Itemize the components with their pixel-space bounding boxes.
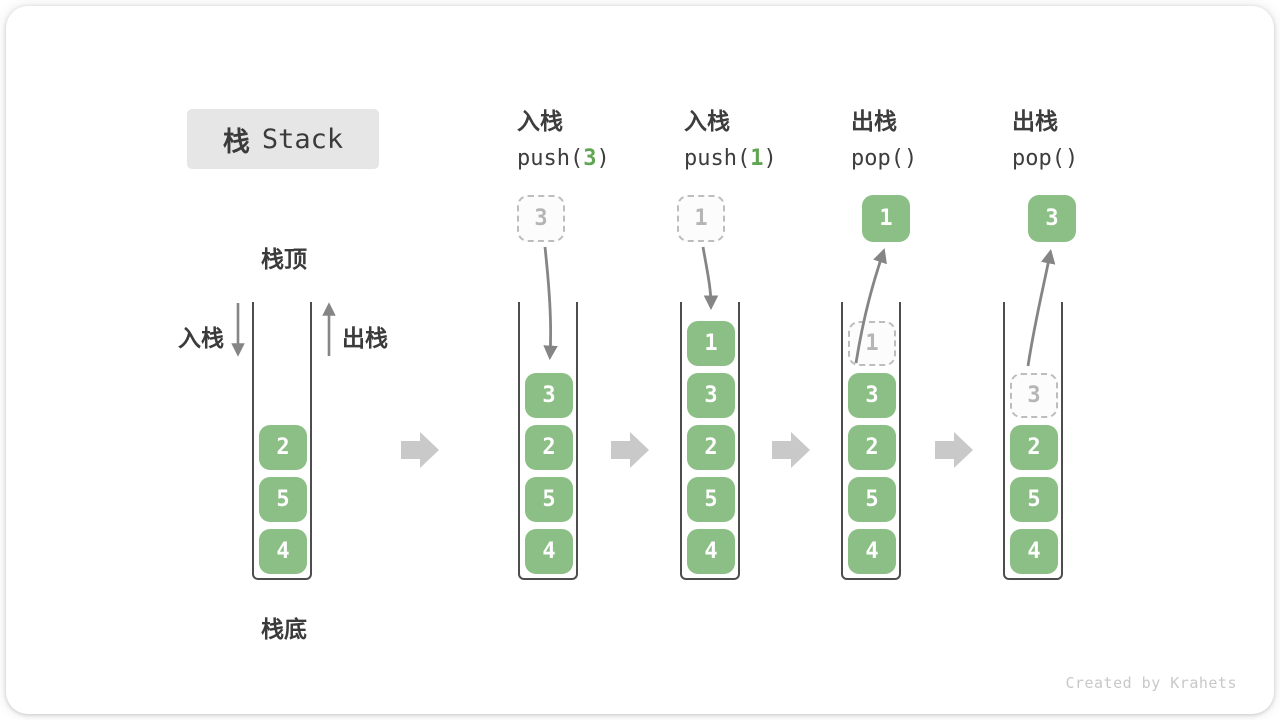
stack-after-pop-3: 3 2 5 4 <box>1003 302 1063 580</box>
stack-cell: 5 <box>259 477 307 522</box>
stack-cell: 1 <box>687 321 735 366</box>
operation-label: 入栈 <box>684 108 730 134</box>
code-post: ) <box>763 146 777 171</box>
stack-initial: 2 5 4 <box>252 302 312 580</box>
incoming-value-box: 1 <box>677 195 725 242</box>
popped-slot-placeholder: 1 <box>848 321 896 366</box>
title-zh: 栈 <box>222 126 250 157</box>
stack-after-push-3: 3 2 5 4 <box>518 302 578 580</box>
operation-label: 出栈 <box>851 108 897 134</box>
stack-bottom-label: 栈底 <box>261 616 307 642</box>
push-side-label: 入栈 <box>178 325 224 351</box>
operation-header-pop-2: 出栈 pop() <box>1012 102 1078 171</box>
operation-code: push(1) <box>684 146 777 171</box>
stack-cell: 4 <box>687 529 735 574</box>
popped-value-box: 1 <box>862 195 910 242</box>
stack-cell: 5 <box>848 477 896 522</box>
stack-cell: 2 <box>848 425 896 470</box>
operation-header-pop-1: 出栈 pop() <box>851 102 917 171</box>
operation-code: pop() <box>851 146 917 171</box>
operation-code: pop() <box>1012 146 1078 171</box>
popped-slot-placeholder: 3 <box>1010 373 1058 418</box>
stack-cell: 4 <box>848 529 896 574</box>
stack-after-push-1: 1 3 2 5 4 <box>680 302 740 580</box>
code-pre: pop( <box>851 146 904 171</box>
stack-cell: 5 <box>1010 477 1058 522</box>
stack-cell: 3 <box>848 373 896 418</box>
stack-cell: 5 <box>525 477 573 522</box>
stack-cell: 3 <box>687 373 735 418</box>
stack-cell: 5 <box>687 477 735 522</box>
stack-cell: 3 <box>525 373 573 418</box>
stack-cell: 2 <box>525 425 573 470</box>
stack-top-label: 栈顶 <box>261 246 307 272</box>
operation-header-push-3: 入栈 push(3) <box>517 102 610 171</box>
operation-code: push(3) <box>517 146 610 171</box>
stack-after-pop-1: 1 3 2 5 4 <box>841 302 901 580</box>
operation-label: 出栈 <box>1012 108 1058 134</box>
stack-cell: 4 <box>1010 529 1058 574</box>
operation-header-push-1: 入栈 push(1) <box>684 102 777 171</box>
incoming-value-box: 3 <box>517 195 565 242</box>
stack-cell: 2 <box>259 425 307 470</box>
pop-side-label: 出栈 <box>342 325 388 351</box>
title-badge: 栈 Stack <box>187 109 379 169</box>
popped-value-box: 3 <box>1028 195 1076 242</box>
code-arg: 1 <box>750 146 764 171</box>
code-post: ) <box>903 146 918 171</box>
watermark: Created by Krahets <box>1065 674 1237 692</box>
code-pre: push( <box>684 146 751 171</box>
stack-cell: 4 <box>525 529 573 574</box>
stack-cell: 4 <box>259 529 307 574</box>
code-pre: push( <box>517 146 584 171</box>
code-post: ) <box>1064 146 1079 171</box>
operation-label: 入栈 <box>517 108 563 134</box>
stack-cell: 2 <box>1010 425 1058 470</box>
title-en: Stack <box>261 123 344 155</box>
code-post: ) <box>596 146 610 171</box>
code-arg: 3 <box>583 146 597 171</box>
stack-cell: 2 <box>687 425 735 470</box>
code-pre: pop( <box>1012 146 1065 171</box>
